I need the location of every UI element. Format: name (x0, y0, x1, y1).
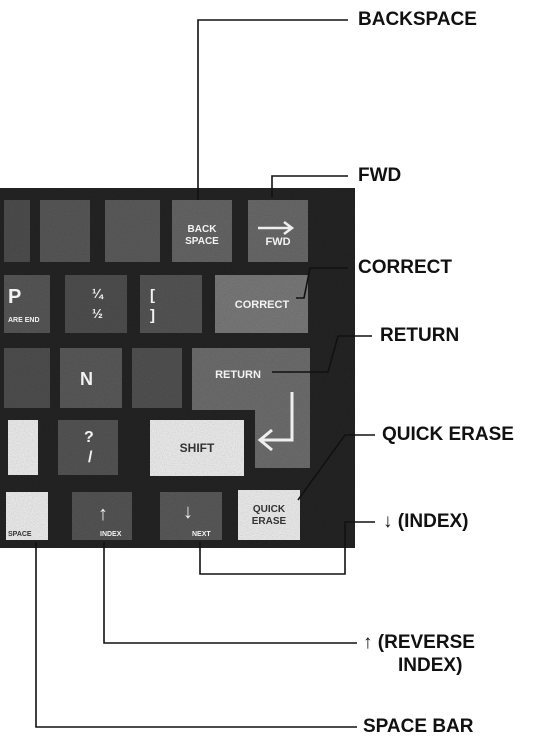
key-row4-a (8, 420, 38, 475)
label-correct: CORRECT (358, 257, 452, 278)
index-key[interactable] (160, 492, 222, 540)
backspace-key-label-1: BACK (188, 224, 218, 235)
keyboard-panel (0, 188, 355, 548)
label-fwd: FWD (358, 165, 402, 186)
quick-erase-label-1: QUICK (253, 504, 286, 515)
key-labels: BACK SPACE FWD P ARE END ¼ ½ [ ] CORRECT… (8, 221, 295, 538)
index-arrow: ↓ (183, 501, 193, 523)
backspace-key-label-2: SPACE (185, 236, 219, 247)
question-key[interactable] (58, 420, 118, 475)
leader-lines (35, 19, 375, 728)
space-bar-key[interactable] (6, 492, 48, 540)
label-reverse-index-1: ↑ (REVERSE (363, 632, 475, 653)
label-backspace: BACKSPACE (358, 9, 477, 30)
label-index: ↓ (INDEX) (383, 511, 469, 532)
leader-return (272, 335, 372, 373)
quick-erase-key[interactable] (238, 490, 300, 540)
key-row1-c (105, 200, 160, 262)
key-row3-a (4, 348, 50, 408)
key-row1-b (40, 200, 90, 262)
correct-key[interactable] (215, 275, 308, 333)
question-key-bottom: / (88, 449, 93, 466)
reverse-index-key[interactable] (72, 492, 132, 540)
fraction-key[interactable] (65, 275, 127, 333)
fwd-key-label: FWD (265, 236, 290, 248)
fwd-arrow-icon (258, 221, 295, 235)
n-key[interactable] (60, 348, 122, 408)
quick-erase-label-2: ERASE (252, 516, 287, 527)
question-key-top: ? (84, 429, 94, 446)
key-row1-a (4, 200, 30, 262)
label-space-bar: SPACE BAR (363, 716, 474, 737)
key-row3-c (132, 348, 182, 408)
label-return: RETURN (380, 325, 460, 346)
p-key-sublabel: ARE END (8, 317, 40, 324)
leader-fwd (271, 175, 348, 197)
fraction-key-top: ¼ (92, 286, 104, 301)
bracket-key-bottom: ] (150, 307, 155, 324)
reverse-index-sublabel: INDEX (100, 531, 122, 538)
return-key[interactable] (192, 348, 310, 410)
shift-key[interactable] (150, 420, 244, 476)
leader-correct (296, 267, 348, 299)
shift-key-label: SHIFT (180, 441, 215, 455)
leader-space-bar (35, 542, 357, 728)
leader-quick-erase (297, 434, 375, 501)
n-key-label: N (80, 369, 93, 389)
return-arrow-icon (257, 392, 294, 452)
fwd-key[interactable] (248, 200, 308, 262)
p-key[interactable] (4, 275, 50, 333)
bracket-key-top: [ (150, 287, 155, 304)
reverse-index-arrow: ↑ (98, 503, 108, 525)
bracket-key[interactable] (140, 275, 202, 333)
leader-backspace (197, 19, 348, 200)
p-key-label: P (8, 286, 21, 308)
label-reverse-index-2: INDEX) (398, 655, 463, 676)
fraction-key-bottom: ½ (92, 306, 103, 321)
leader-index (199, 521, 375, 575)
return-key-label: RETURN (215, 369, 261, 381)
label-quick-erase: QUICK ERASE (382, 424, 514, 445)
correct-key-label: CORRECT (235, 299, 290, 311)
backspace-key[interactable] (172, 200, 232, 262)
index-sublabel: NEXT (192, 531, 211, 538)
leader-reverse-index (103, 542, 357, 644)
space-bar-key-label: SPACE (8, 531, 32, 538)
